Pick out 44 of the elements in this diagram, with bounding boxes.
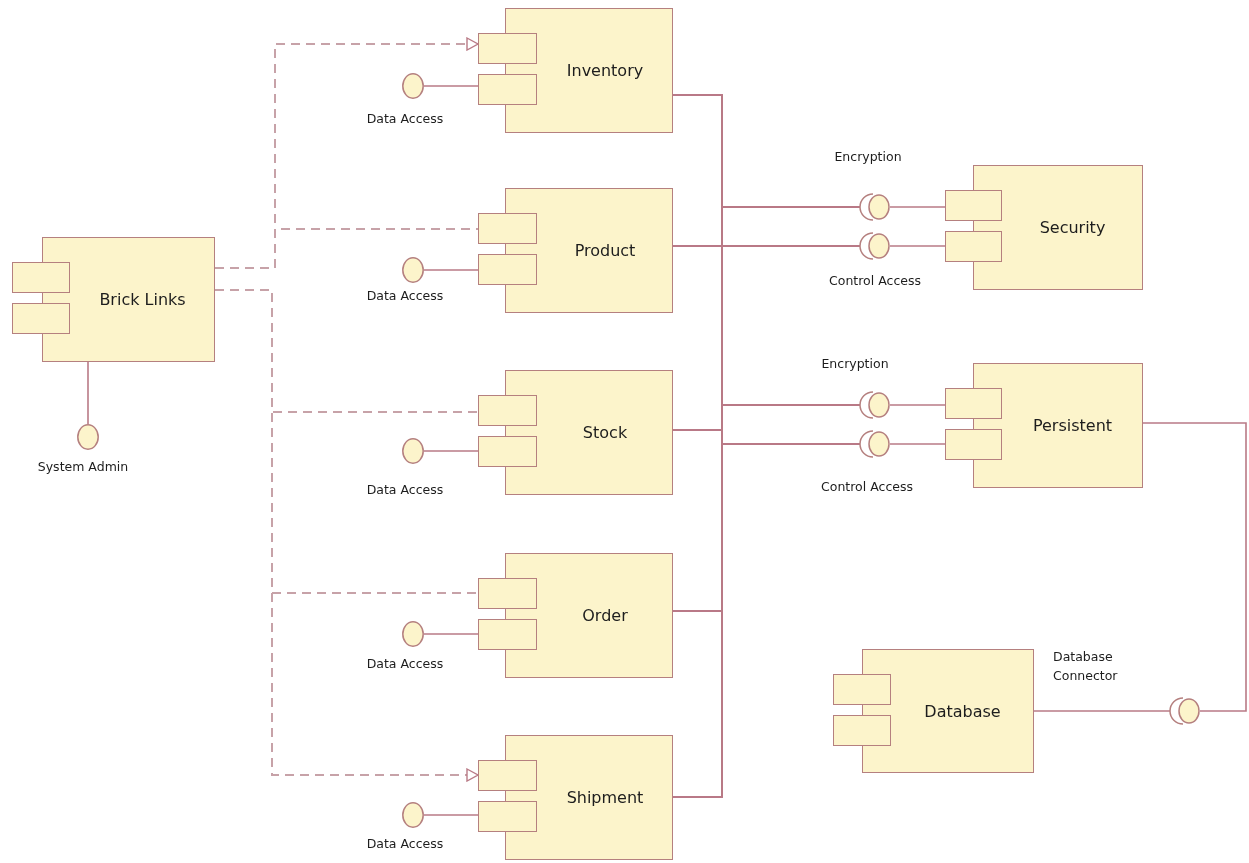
interface-label: Encryption xyxy=(821,355,889,373)
interface-circle xyxy=(402,73,424,99)
interface-label: Encryption xyxy=(834,148,902,166)
interface-label: Database Connector xyxy=(1053,648,1119,685)
connector-line xyxy=(1142,422,1247,712)
component-name: Shipment xyxy=(566,788,644,807)
interface-label: Data Access xyxy=(366,287,444,305)
ball-socket-connector xyxy=(860,193,890,221)
component-name: Database xyxy=(924,701,1001,721)
connector-line xyxy=(889,443,946,445)
component-name: Persistent xyxy=(1032,416,1113,435)
connector-line xyxy=(423,814,479,816)
interface-label: Data Access xyxy=(366,481,444,499)
component-name: Product xyxy=(574,241,636,260)
connector-line xyxy=(1033,710,1171,712)
interface-circle xyxy=(402,621,424,647)
ball-socket-connector xyxy=(860,391,890,419)
interface-circle xyxy=(402,802,424,828)
connector-line xyxy=(423,269,479,271)
interface-label: Control Access xyxy=(821,478,913,496)
interface-label: Data Access xyxy=(366,655,444,673)
connector-line xyxy=(423,633,479,635)
connector-line xyxy=(889,245,946,247)
component-name: Order xyxy=(582,606,628,625)
interface-label: Control Access xyxy=(829,272,921,290)
ball-socket-connector xyxy=(1170,697,1200,725)
component-name: Inventory xyxy=(566,61,644,80)
interface-label: Data Access xyxy=(366,110,444,128)
connector-line xyxy=(423,450,479,452)
ball-socket-connector xyxy=(860,232,890,260)
interface-label: Data Access xyxy=(366,835,444,853)
connector-line xyxy=(889,206,946,208)
component-name: Brick Links xyxy=(99,290,186,309)
connector-line xyxy=(423,85,479,87)
interface-label: System Admin xyxy=(37,458,129,476)
interface-circle xyxy=(77,424,99,450)
component-name: Stock xyxy=(582,423,628,442)
interface-circle xyxy=(402,257,424,283)
connector-line xyxy=(87,361,89,425)
component-name: Security xyxy=(1039,218,1106,237)
interface-circle xyxy=(402,438,424,464)
ball-socket-connector xyxy=(860,430,890,458)
dependency-line xyxy=(214,228,479,269)
connector-line xyxy=(889,404,946,406)
